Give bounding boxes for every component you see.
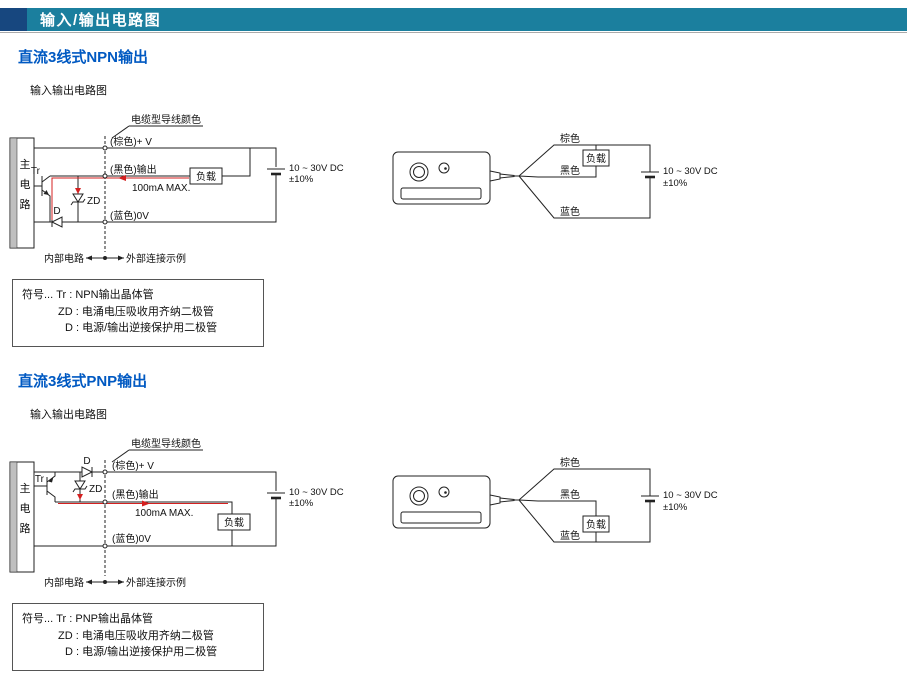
- zener-diode: [70, 176, 86, 222]
- zener-label: ZD: [89, 484, 102, 495]
- supply-tolerance-label: ±10%: [289, 174, 314, 185]
- npn-wiring-labels: 棕色 负载 黑色 蓝色 10 ~ 30V DC ±10%: [560, 132, 718, 218]
- main-circuit-char: 主: [20, 158, 31, 171]
- supply-voltage-label: 10 ~ 30V DC: [289, 487, 344, 498]
- main-circuit-box: 主 电 路: [9, 461, 35, 573]
- wire-label-brown: 棕色: [560, 132, 580, 145]
- supply-tolerance-label: ±10%: [663, 178, 688, 189]
- wire-label-blue: (蓝色)0V: [110, 209, 149, 222]
- page-title: 输入/输出电路图: [40, 12, 162, 29]
- legend-line: ZD : 电涌电压吸收用齐纳二极管: [58, 629, 214, 642]
- zener-label: ZD: [87, 196, 100, 207]
- wire-label-black: 黑色: [560, 488, 580, 501]
- current-max-label: 100mA MAX.: [132, 183, 190, 194]
- npn-diagrams-row: 电缆型导线颜色 主 电 路: [0, 110, 907, 275]
- cable-connector: [489, 170, 501, 182]
- legend-line: D : 电源/输出逆接保护用二极管: [65, 646, 218, 658]
- npn-transistor: [34, 175, 51, 222]
- wire-label-brown: (棕色)+ V: [112, 459, 154, 472]
- pnp-section-heading: 直流3线式PNP输出: [18, 373, 148, 390]
- npn-symbol-legend: 符号... Tr : NPN输出晶体管 ZD : 电涌电压吸收用齐纳二极管 D …: [12, 279, 264, 347]
- reverse-protection-diode: [81, 466, 94, 478]
- pnp-circuit-diagram: 电缆型导线颜色 主 电 路: [9, 437, 344, 589]
- internal-circuit-label: 内部电路: [44, 576, 84, 589]
- pnp-symbol-legend: 符号... Tr : PNP输出晶体管 ZD : 电涌电压吸收用齐纳二极管 D …: [12, 603, 264, 671]
- main-circuit-char: 路: [20, 198, 31, 211]
- load-label: 负载: [224, 516, 244, 529]
- internal-circuit-label: 内部电路: [44, 252, 84, 265]
- external-connection-label: 外部连接示例: [126, 252, 186, 265]
- cable-color-label: 电缆型导线颜色: [131, 113, 201, 126]
- pnp-circuit-labels: D (棕色)+ V Tr ZD (黑色)输出 100mA MAX. 负载 (蓝色…: [35, 456, 344, 545]
- section-header-bar: 输入/输出电路图: [0, 8, 907, 31]
- wire-label-brown: 棕色: [560, 456, 580, 469]
- supply-voltage-label: 10 ~ 30V DC: [663, 490, 718, 501]
- main-circuit-char: 路: [20, 522, 31, 535]
- current-path: [58, 494, 228, 507]
- pnp-diagrams-row: 电缆型导线颜色 主 电 路: [0, 434, 907, 599]
- wire-label-blue: 蓝色: [560, 529, 580, 542]
- main-circuit-char: 电: [20, 178, 31, 191]
- load-box: [217, 513, 251, 531]
- supply-tolerance-label: ±10%: [663, 502, 688, 513]
- wire-label-blue: (蓝色)0V: [112, 532, 151, 545]
- main-circuit-char: 主: [20, 482, 31, 495]
- npn-circuit-labels: (棕色)+ V (黑色)输出 负载 100mA MAX. (蓝色)0V 10 ~…: [31, 135, 344, 222]
- pnp-subdiagram-label: 输入输出电路图: [30, 409, 107, 421]
- internal-external-boundary: 内部电路 外部连接示例: [44, 136, 186, 265]
- main-circuit-box: 主 电 路: [9, 137, 35, 249]
- legend-line: 符号... Tr : NPN输出晶体管: [22, 289, 154, 301]
- npn-subdiagram-label: 输入输出电路图: [30, 85, 107, 97]
- section-pnp-output: 直流3线式PNP输出 输入输出电路图 电缆型导线颜色 主 电 路: [0, 370, 907, 671]
- cable-color-callout: 电缆型导线颜色: [111, 437, 203, 463]
- section-npn-output: 直流3线式NPN输出 输入输出电路图 电缆型导线颜色 主 电 路: [0, 46, 907, 347]
- npn-circuit-diagram: 电缆型导线颜色 主 电 路: [9, 113, 344, 265]
- supply-tolerance-label: ±10%: [289, 498, 314, 509]
- wire-label-black: (黑色)输出: [112, 488, 159, 501]
- supply-voltage-label: 10 ~ 30V DC: [663, 166, 718, 177]
- load-label: 负载: [586, 518, 606, 531]
- legend-line: D : 电源/输出逆接保护用二极管: [65, 322, 218, 334]
- load-label: 负载: [196, 170, 216, 183]
- supply-voltage-label: 10 ~ 30V DC: [289, 163, 344, 174]
- pnp-wiring-wires: [518, 468, 659, 543]
- pnp-wiring-diagram: 棕色 黑色 负载 蓝色 10 ~ 30V DC ±10%: [392, 456, 718, 543]
- pnp-circuit-wires: [34, 471, 285, 547]
- main-circuit-char: 电: [20, 502, 31, 515]
- external-connection-label: 外部连接示例: [126, 576, 186, 589]
- cable-color-label: 电缆型导线颜色: [131, 437, 201, 450]
- wire-label-blue: 蓝色: [560, 205, 580, 218]
- sensor-illustration: [392, 151, 519, 205]
- npn-section-heading: 直流3线式NPN输出: [18, 49, 149, 66]
- internal-external-boundary: 内部电路 外部连接示例: [44, 460, 186, 589]
- cable-color-callout: 电缆型导线颜色: [111, 113, 203, 139]
- current-path: [51, 175, 189, 220]
- diode-label: D: [53, 206, 60, 217]
- wire-label-black: (黑色)输出: [110, 163, 157, 176]
- wire-label-brown: (棕色)+ V: [110, 135, 152, 148]
- pnp-wiring-labels: 棕色 黑色 负载 蓝色 10 ~ 30V DC ±10%: [560, 456, 718, 542]
- header-divider: [0, 32, 907, 33]
- diode-label: D: [83, 456, 90, 467]
- transistor-label: Tr: [31, 166, 41, 177]
- wire-label-black: 黑色: [560, 164, 580, 177]
- sensor-illustration: [392, 475, 519, 529]
- pnp-transistor: [34, 472, 56, 502]
- npn-circuit-wires: [34, 147, 285, 223]
- cable-connector: [489, 494, 501, 506]
- npn-wiring-diagram: 棕色 负载 黑色 蓝色 10 ~ 30V DC ±10%: [392, 132, 718, 219]
- legend-line: 符号... Tr : PNP输出晶体管: [22, 613, 153, 625]
- current-max-label: 100mA MAX.: [135, 508, 193, 519]
- reverse-protection-diode: [50, 216, 63, 228]
- legend-line: ZD : 电涌电压吸收用齐纳二极管: [58, 305, 214, 318]
- transistor-label: Tr: [35, 474, 45, 485]
- load-label: 负载: [586, 152, 606, 165]
- header-corner-block: [0, 8, 27, 31]
- npn-wiring-wires: [518, 144, 659, 219]
